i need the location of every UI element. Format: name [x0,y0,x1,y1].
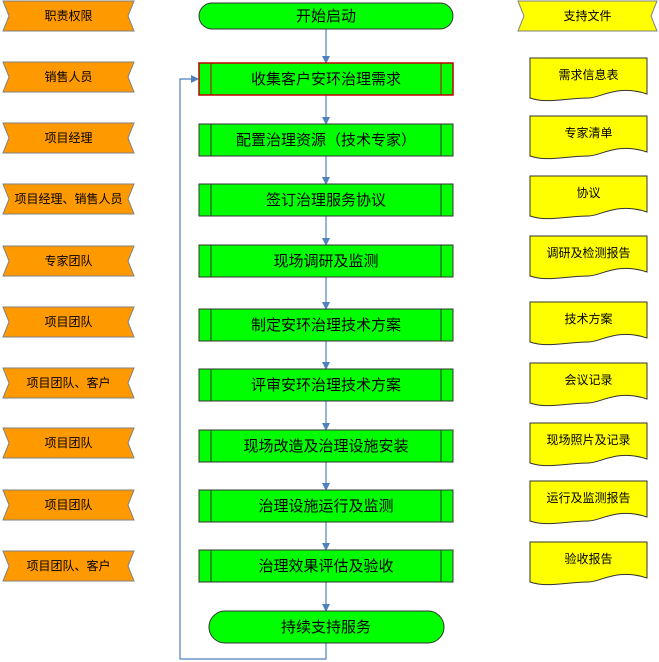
process-step-box [198,62,454,96]
role-banner: 项目团队 [2,489,135,521]
document-shape-outline [529,362,648,407]
process-step-box [198,183,454,217]
documents-header: 支持文件 [517,0,658,32]
role-label: 项目经理 [44,131,92,145]
process-step-label: 配置治理资源（技术专家） [236,131,416,149]
documents-header-shape [517,0,658,32]
process-step-box [198,308,454,342]
role-banner: 销售人员 [2,61,135,93]
start-label: 开始启动 [296,7,356,25]
document-shape: 协议 [529,175,648,220]
document-shape: 需求信息表 [529,57,648,102]
process-step: 现场调研及监测 [198,244,454,278]
role-banner-shape [2,61,135,93]
process-step-label: 签订治理服务协议 [266,191,386,209]
document-label: 会议记录 [564,373,612,387]
role-banner: 项目团队、客户 [2,367,135,399]
role-banner-shape [2,427,135,459]
role-banner-shape [2,122,135,154]
document-label: 运行及监测报告 [546,490,630,505]
process-step: 治理效果评估及验收 [198,549,454,583]
role-banner-shape [2,489,135,521]
document-shape-outline [529,301,648,346]
document-label: 专家清单 [564,125,612,140]
document-shape: 运行及监测报告 [529,480,648,525]
process-step-label: 治理效果评估及验收 [258,557,393,575]
start-terminator-shape [198,2,454,30]
process-step-label: 治理设施运行及监测 [258,497,393,515]
document-label: 现场照片及记录 [546,433,630,447]
process-step-box [198,489,454,523]
process-step-box [198,244,454,278]
role-banner-shape [2,306,135,338]
role-label: 项目团队 [44,497,92,512]
role-banner: 项目经理、销售人员 [2,183,135,215]
document-shape: 验收报告 [529,541,648,586]
document-shape: 会议记录 [529,362,648,407]
document-shape: 专家清单 [529,115,648,160]
end-label: 持续支持服务 [281,618,371,636]
role-label: 销售人员 [44,69,92,84]
document-shape-outline [529,541,648,586]
role-label: 项目经理、销售人员 [14,191,122,206]
process-step: 治理设施运行及监测 [198,489,454,523]
role-label: 项目团队 [44,435,92,450]
role-banner-shape [2,245,135,277]
role-banner: 项目团队 [2,427,135,459]
document-label: 协议 [576,185,600,200]
document-shape-outline [529,422,648,467]
process-step-box [198,429,454,463]
loop-back-arrow [179,75,327,660]
start-terminator: 开始启动 [198,2,454,30]
role-banner: 项目团队 [2,306,135,338]
process-step-box [198,368,454,402]
document-label: 调研及检测报告 [546,245,630,260]
document-label: 需求信息表 [558,67,618,82]
process-step: 评审安环治理技术方案 [198,368,454,402]
process-step: 现场改造及治理设施安装 [198,429,454,463]
role-banner-shape [2,367,135,399]
process-step-label: 现场改造及治理设施安装 [243,437,408,455]
documents-header-label: 支持文件 [563,8,611,23]
document-shape-outline [529,175,648,220]
role-banner: 项目经理 [2,122,135,154]
role-label: 职责权限 [44,9,92,23]
end-terminator: 持续支持服务 [208,610,445,644]
document-shape-outline [529,115,648,160]
process-step: 收集客户安环治理需求 [198,62,454,96]
document-label: 技术方案 [564,311,612,326]
process-step-label: 制定安环治理技术方案 [251,316,401,334]
process-step-label: 收集客户安环治理需求 [251,70,401,88]
role-banner: 职责权限 [2,0,135,32]
process-step-label: 评审安环治理技术方案 [251,376,401,394]
role-banner-shape [2,183,135,215]
document-shape-outline [529,235,648,280]
role-banner: 项目团队、客户 [2,550,135,582]
role-banner: 专家团队 [2,245,135,277]
document-label: 验收报告 [564,551,612,566]
process-step-box [198,549,454,583]
process-step-label: 现场调研及监测 [273,252,378,270]
document-shape: 技术方案 [529,301,648,346]
role-banner-shape [2,0,135,32]
role-label: 项目团队、客户 [26,558,110,573]
role-label: 专家团队 [44,253,92,268]
document-shape: 调研及检测报告 [529,235,648,280]
role-label: 项目团队 [44,314,92,329]
document-shape: 现场照片及记录 [529,422,648,467]
role-banner-shape [2,550,135,582]
process-step: 制定安环治理技术方案 [198,308,454,342]
process-step: 配置治理资源（技术专家） [198,123,454,157]
process-step-box [198,123,454,157]
document-shape-outline [529,480,648,525]
process-step: 签订治理服务协议 [198,183,454,217]
document-shape-outline [529,57,648,102]
end-terminator-shape [208,610,445,644]
role-label: 项目团队、客户 [26,375,110,390]
